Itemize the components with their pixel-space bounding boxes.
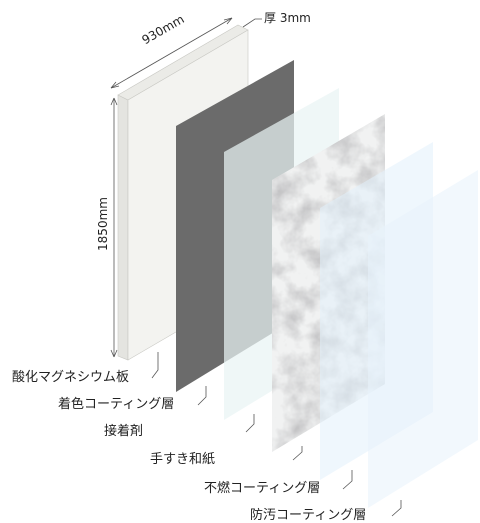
antifouling-coating-layer (368, 170, 478, 508)
width-arrow-right (223, 17, 233, 25)
leader-magnesium (151, 352, 159, 379)
thickness-label: 厚 3mm (264, 11, 311, 25)
layer-label-nonflammable-coating: 不燃コーティング層 (204, 481, 321, 496)
width-arrow-left (110, 81, 120, 89)
dimension-lines (110, 17, 262, 358)
leader-antifoul (391, 500, 402, 517)
layer-label-magnesium-oxide-board: 酸化マグネシウム板 (12, 370, 130, 385)
layer-label-adhesive: 接着剤 (104, 424, 144, 439)
width-dimension-line (110, 17, 233, 89)
height-label: 1850mm (95, 197, 110, 251)
leader-washi (292, 446, 303, 461)
leader-colored (197, 386, 207, 406)
leader-lines (151, 352, 402, 517)
leader-adhesive (245, 414, 255, 433)
height-arrow-top (110, 97, 118, 106)
layer-label-antifouling-coating: 防汚コーティング層 (250, 508, 367, 523)
layer-label-colored-coating: 着色コーティング層 (58, 397, 175, 412)
board-edge (117, 94, 129, 361)
thickness-leader-line (242, 18, 262, 28)
height-arrow-bottom (110, 349, 118, 358)
layer-label-washi-paper: 手すき和紙 (150, 452, 216, 467)
leader-nonflam (342, 470, 353, 490)
